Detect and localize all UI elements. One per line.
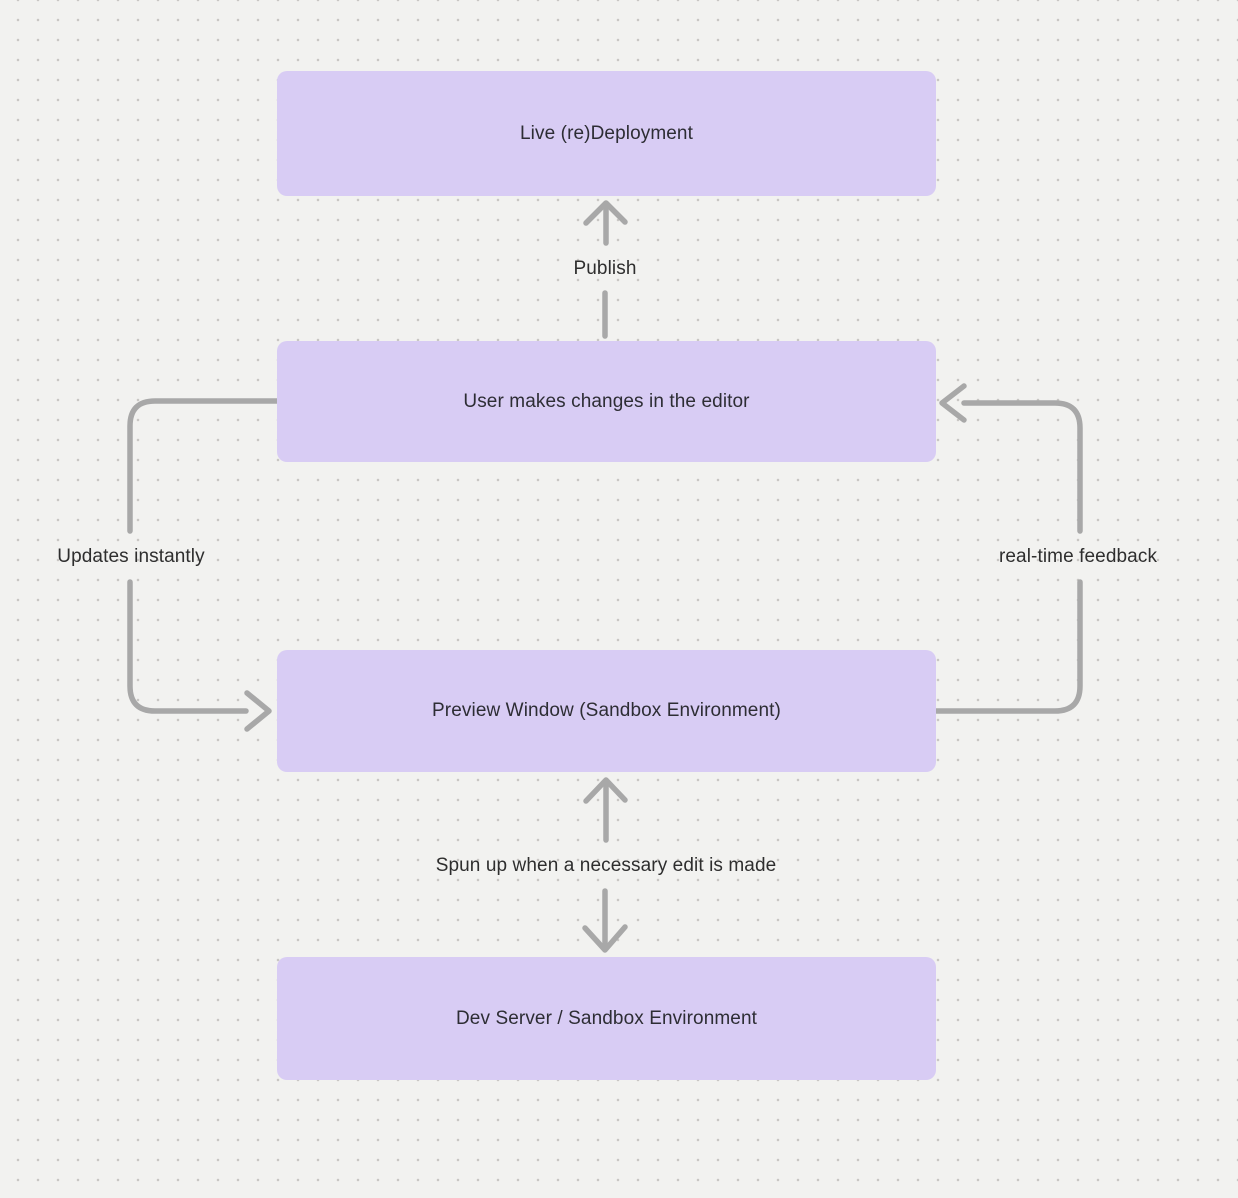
arrow-realtime-line-lower [933,579,1083,714]
arrow-updates-head-icon [244,690,272,732]
node-preview-window: Preview Window (Sandbox Environment) [277,650,936,772]
arrow-publish [583,200,628,339]
node-live-redeployment: Live (re)Deployment [277,71,936,196]
arrow-realtime-head-icon [939,383,967,423]
node-live-redeployment-label: Live (re)Deployment [520,122,693,144]
arrow-publish-head-icon [583,200,628,226]
arrow-spunup-head-up-icon [583,777,628,804]
edge-label-realtime-feedback: real-time feedback [998,546,1158,567]
edge-label-publish: Publish [573,258,637,279]
edge-label-updates-instantly: Updates instantly [57,546,205,567]
node-preview-window-label: Preview Window (Sandbox Environment) [432,700,781,721]
node-editor: User makes changes in the editor [277,341,936,462]
node-dev-server-label: Dev Server / Sandbox Environment [455,1007,757,1029]
edge-label-spun-up: Spun up when a necessary edit is made [435,855,777,876]
arrow-updates-line-upper [127,398,280,534]
arrow-spun-up [582,777,628,953]
arrow-realtime-feedback [933,383,1083,714]
node-editor-label: User makes changes in the editor [463,390,750,412]
arrow-updates-line-lower [127,579,249,714]
arrow-realtime-line-upper [961,400,1083,534]
arrow-updates-instantly [127,398,280,732]
node-dev-server: Dev Server / Sandbox Environment [277,957,936,1080]
arrow-spunup-head-down-icon [582,924,628,953]
